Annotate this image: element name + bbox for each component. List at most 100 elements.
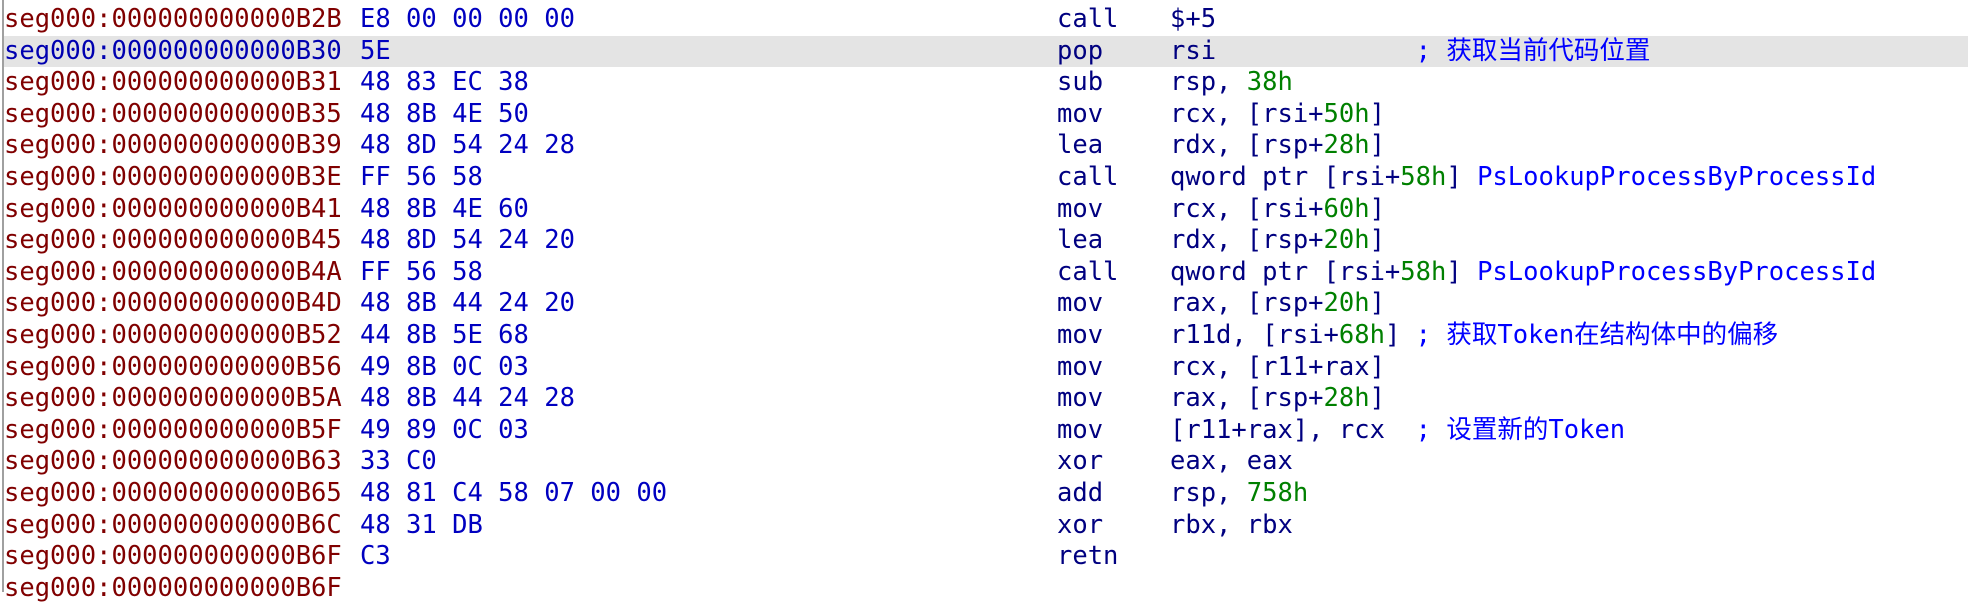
operand-text[interactable]: rdx, [rsp+28h] xyxy=(1170,130,1385,161)
line-address[interactable]: seg000:000000000000B30 xyxy=(4,35,342,66)
operand-text[interactable]: rcx, [rsi+50h] xyxy=(1170,98,1385,129)
disasm-line[interactable]: seg000:000000000000B30 5E pop rsi ; 获取当前代码位… xyxy=(4,35,1968,68)
numeric-constant: 58h xyxy=(1400,162,1447,192)
operands[interactable]: rbx, rbx xyxy=(1170,510,1293,542)
operand-text[interactable]: [r11+rax], rcx xyxy=(1170,414,1385,445)
line-address[interactable]: seg000:000000000000B4D xyxy=(4,288,342,319)
comment: ; 获取当前代码位置 xyxy=(1415,35,1651,66)
line-address[interactable]: seg000:000000000000B45 xyxy=(4,225,342,256)
numeric-constant: 758h xyxy=(1246,478,1309,508)
operand-text[interactable]: rax, [rsp+28h] xyxy=(1170,383,1385,414)
operands[interactable]: rax, [rsp+20h] xyxy=(1170,288,1385,320)
mnemonic[interactable]: call xyxy=(1057,256,1119,287)
operands[interactable]: rsp, 38h xyxy=(1170,67,1293,99)
operand-text[interactable]: rsp, 758h xyxy=(1170,478,1309,508)
operand-text[interactable]: $+5 xyxy=(1170,4,1217,34)
mnemonic[interactable]: mov xyxy=(1057,98,1104,129)
operand-text[interactable]: rcx, [rsi+60h] xyxy=(1170,193,1385,224)
mnemonic[interactable]: lea xyxy=(1057,130,1104,161)
operand-text[interactable]: rax, [rsp+20h] xyxy=(1170,288,1385,319)
line-address[interactable]: seg000:000000000000B56 xyxy=(4,351,342,382)
mnemonic[interactable]: retn xyxy=(1057,541,1119,572)
operands[interactable]: rcx, [rsi+60h] xyxy=(1170,194,1385,226)
line-address[interactable]: seg000:000000000000B39 xyxy=(4,130,342,161)
operands[interactable]: rcx, [rsi+50h] xyxy=(1170,99,1385,131)
operands[interactable]: qword ptr [rsi+58h] PsLookupProcessByPro… xyxy=(1170,257,1876,289)
line-address[interactable]: seg000:000000000000B6F xyxy=(4,541,342,572)
mnemonic[interactable]: mov xyxy=(1057,383,1104,414)
line-address[interactable]: seg000:000000000000B31 xyxy=(4,67,342,98)
line-address[interactable]: seg000:000000000000B4A xyxy=(4,256,342,287)
line-address[interactable]: seg000:000000000000B65 xyxy=(4,478,342,508)
mnemonic[interactable]: sub xyxy=(1057,67,1104,98)
mnemonic[interactable]: pop xyxy=(1057,35,1104,66)
line-address[interactable]: seg000:000000000000B5A xyxy=(4,383,342,414)
mnemonic[interactable]: add xyxy=(1057,478,1104,508)
mnemonic[interactable]: mov xyxy=(1057,414,1104,445)
numeric-constant: 20h xyxy=(1323,225,1370,256)
operands[interactable]: rsp, 758h xyxy=(1170,478,1308,510)
line-address[interactable]: seg000:000000000000B63 xyxy=(4,446,342,477)
operand-text[interactable]: rdx, [rsp+20h] xyxy=(1170,225,1385,256)
disasm-line[interactable]: seg000:000000000000B6F xyxy=(4,573,1968,604)
operand-text[interactable]: r11d, [rsi+68h] xyxy=(1170,320,1401,350)
operand-text[interactable]: qword ptr [rsi+58h] xyxy=(1170,256,1462,287)
operands[interactable]: r11d, [rsi+68h] ; 获取Token在结构体中的偏移 xyxy=(1170,320,1778,352)
line-address[interactable]: seg000:000000000000B3E xyxy=(4,162,342,192)
line-address[interactable]: seg000:000000000000B52 xyxy=(4,320,342,350)
opcode-bytes: E8 00 00 00 00 xyxy=(360,4,575,34)
line-address[interactable]: seg000:000000000000B2B xyxy=(4,4,342,34)
opcode-bytes: 5E xyxy=(360,35,391,66)
operands[interactable]: [r11+rax], rcx ; 设置新的Token xyxy=(1170,415,1625,447)
mnemonic[interactable]: mov xyxy=(1057,193,1104,224)
line-address[interactable]: seg000:000000000000B5F xyxy=(4,414,342,445)
opcode-bytes: 48 31 DB xyxy=(360,509,483,540)
operands[interactable]: rax, [rsp+28h] xyxy=(1170,383,1385,415)
line-address[interactable]: seg000:000000000000B6C xyxy=(4,509,342,540)
line-address[interactable]: seg000:000000000000B41 xyxy=(4,193,342,224)
mnemonic[interactable]: lea xyxy=(1057,225,1104,256)
mnemonic[interactable]: call xyxy=(1057,4,1119,34)
operands[interactable]: qword ptr [rsi+58h] PsLookupProcessByPro… xyxy=(1170,162,1876,194)
operand-text[interactable]: rsp, 38h xyxy=(1170,67,1293,98)
numeric-constant: 38h xyxy=(1246,67,1293,98)
mnemonic[interactable]: call xyxy=(1057,162,1119,192)
operands[interactable]: eax, eax xyxy=(1170,446,1293,478)
mnemonic[interactable]: mov xyxy=(1057,320,1104,350)
operand-text[interactable]: qword ptr [rsi+58h] xyxy=(1170,162,1462,192)
disasm-line[interactable]: seg000:000000000000B2B E8 00 00 00 00 call… xyxy=(4,4,1968,36)
operands[interactable]: rdx, [rsp+20h] xyxy=(1170,225,1385,257)
mnemonic[interactable]: mov xyxy=(1057,351,1104,382)
operands[interactable]: rcx, [r11+rax] xyxy=(1170,352,1385,384)
numeric-constant: 58h xyxy=(1400,256,1447,287)
line-address[interactable]: seg000:000000000000B35 xyxy=(4,98,342,129)
line-address[interactable]: seg000:000000000000B6F xyxy=(4,572,342,603)
disasm-line[interactable]: seg000:000000000000B6C 48 31 DB xor rbx, rb… xyxy=(4,510,1968,542)
operand-text[interactable]: rsi xyxy=(1170,35,1217,66)
disassembly-listing[interactable]: seg000:000000000000B2B E8 00 00 00 00 call… xyxy=(4,0,1968,603)
operand-text[interactable]: eax, eax xyxy=(1170,446,1293,477)
operands[interactable]: rsi ; 获取当前代码位置 xyxy=(1170,36,1650,68)
mnemonic[interactable]: mov xyxy=(1057,288,1104,319)
operand-text[interactable]: rcx, [r11+rax] xyxy=(1170,351,1385,382)
operand-text[interactable]: rbx, rbx xyxy=(1170,509,1293,540)
mnemonic[interactable]: xor xyxy=(1057,509,1104,540)
operands[interactable]: rdx, [rsp+28h] xyxy=(1170,130,1385,162)
mnemonic[interactable]: xor xyxy=(1057,446,1104,477)
operands[interactable]: $+5 xyxy=(1170,4,1216,36)
